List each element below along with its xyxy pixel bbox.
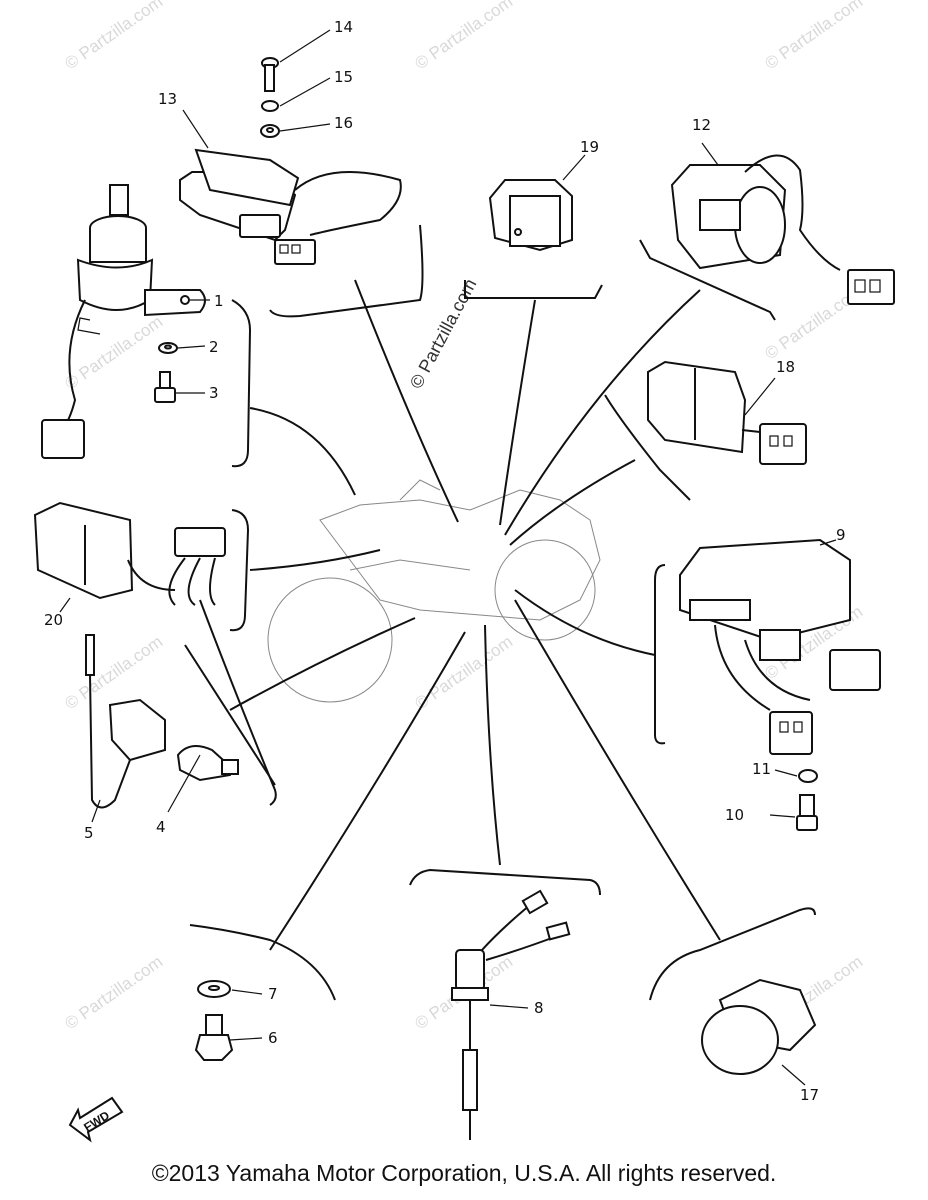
washer-16: [260, 124, 280, 138]
copyright-text: ©2013 Yamaha Motor Corporation, U.S.A. A…: [151, 1160, 777, 1186]
relay-19-part: [488, 179, 573, 252]
watermark: © Partzilla.com: [61, 0, 166, 73]
relay-13-part: [179, 148, 402, 265]
watermark: © Partzilla.com: [61, 312, 166, 393]
regulator-9-part: [679, 538, 881, 755]
screw-14: [261, 57, 279, 92]
callout-19: 19: [580, 138, 599, 156]
callout-18: 18: [776, 358, 795, 376]
switch-8-part: [451, 889, 571, 1140]
washer-7: [197, 980, 231, 998]
callout-4: 4: [156, 818, 166, 836]
callout-2: 2: [209, 338, 219, 356]
bolt-3: [154, 371, 176, 403]
watermark: © Partzilla.com: [761, 0, 866, 73]
callout-7: 7: [268, 985, 278, 1003]
sensor-4: [176, 745, 239, 782]
callout-11: 11: [752, 760, 771, 778]
washer-15: [261, 100, 279, 112]
leader-lines: [184, 279, 721, 951]
callout-14: 14: [334, 18, 353, 36]
callout-17: 17: [800, 1086, 819, 1104]
unit-20-part: [33, 501, 226, 606]
callout-9: 9: [836, 526, 846, 544]
watermark: © Partzilla.com: [61, 632, 166, 713]
forward-direction-arrow: FWD: [68, 1096, 124, 1143]
callout-8: 8: [534, 999, 544, 1017]
sensor-5: [85, 634, 166, 809]
main-switch-part: [41, 184, 206, 459]
unit-12-part: [670, 154, 895, 305]
callout-13: 13: [158, 90, 177, 108]
callout-5: 5: [84, 824, 94, 842]
watermarks: © Partzilla.com © Partzilla.com © Partzi…: [61, 0, 866, 1033]
washer-2: [158, 342, 178, 354]
callout-1: 1: [214, 292, 224, 310]
callout-20: 20: [44, 611, 63, 629]
watermark-center: © Partzilla.com: [406, 275, 481, 391]
bolt-10: [796, 794, 818, 831]
callout-15: 15: [334, 68, 353, 86]
callout-10: 10: [725, 806, 744, 824]
callout-16: 16: [334, 114, 353, 132]
washer-11: [798, 769, 818, 783]
watermark: © Partzilla.com: [61, 952, 166, 1033]
callout-12: 12: [692, 116, 711, 134]
callout-leaders: [59, 29, 837, 1086]
motorcycle-outline: [267, 479, 601, 703]
callout-3: 3: [209, 384, 219, 402]
switch-6: [194, 1014, 234, 1061]
group-brackets: [189, 224, 816, 1001]
watermark: © Partzilla.com: [411, 632, 516, 713]
callout-numbers: 1 2 3 4 5 6 7 8 9 10 11 12 13 14 15 16 1…: [44, 18, 846, 1104]
watermark: © Partzilla.com: [411, 0, 516, 73]
horn-17-part: [701, 978, 817, 1075]
relay-18-part: [647, 360, 807, 465]
callout-6: 6: [268, 1029, 278, 1047]
